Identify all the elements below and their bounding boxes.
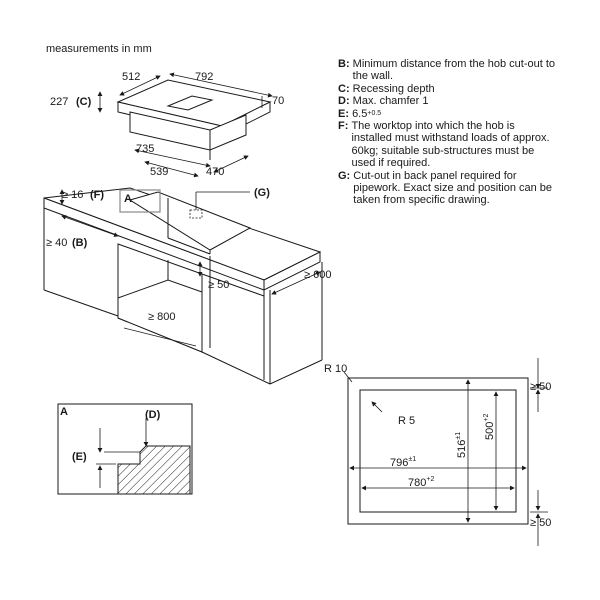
dim-516-value: 516: [456, 440, 468, 458]
dim-500-tol: +2: [483, 414, 490, 422]
dim-500: 500+2: [483, 414, 496, 440]
pipe-cutout: [189, 209, 203, 219]
detail-dimension-lines: [96, 418, 149, 488]
label-f: (F): [90, 189, 104, 201]
dim-227: 227: [50, 96, 68, 108]
dim-500-value: 500: [484, 422, 496, 440]
dim-780-tol: +2: [426, 476, 434, 483]
dim-780: 780+2: [408, 476, 434, 489]
dim-ge40: ≥ 40: [46, 237, 67, 249]
dim-735: 735: [136, 143, 154, 155]
note-b-text: Minimum distance from the hob cut-out to…: [352, 58, 556, 83]
dim-780-value: 780: [408, 477, 426, 489]
dim-gap-bottom: ≥ 50: [530, 517, 551, 529]
dim-796-value: 796: [390, 457, 408, 469]
dim-796-tol: ±1: [408, 456, 416, 463]
note-d-text: Max. chamfer 1: [352, 95, 429, 108]
legend-notes: B: Minimum distance from the hob cut-out…: [338, 58, 558, 207]
note-d-key: D:: [338, 95, 350, 108]
dim-512: 512: [122, 71, 140, 83]
dim-ge50: ≥ 50: [208, 279, 229, 291]
note-d: D: Max. chamfer 1: [338, 95, 558, 107]
hob-dimension-lines: [97, 72, 273, 178]
label-b: (B): [72, 237, 88, 249]
dim-516-tol: ±1: [455, 432, 462, 440]
dim-ge600: ≥ 600: [304, 269, 331, 281]
label-d: (D): [145, 409, 161, 421]
detail-hatched-section: [117, 445, 191, 495]
label-g: (G): [254, 187, 270, 199]
cutout-inner: [359, 389, 517, 513]
note-c: C: Recessing depth: [338, 83, 558, 95]
note-b-key: B:: [338, 58, 350, 70]
note-e-sup: +0.5: [367, 109, 382, 117]
units-caption: measurements in mm: [46, 43, 152, 55]
marker-a-label: A: [124, 193, 132, 205]
note-f: F: The worktop into which the hob is ins…: [338, 120, 558, 170]
note-f-key: F:: [338, 120, 349, 133]
dim-792: 792: [195, 71, 213, 83]
note-c-key: C:: [338, 82, 350, 95]
dim-r10: R 10: [324, 363, 347, 375]
note-c-text: Recessing depth: [352, 82, 435, 95]
dim-70: 70: [272, 95, 284, 107]
dim-539: 539: [150, 166, 168, 178]
note-g: G: Cut-out in back panel required for pi…: [338, 170, 558, 207]
detail-a-marker: [119, 189, 161, 213]
dim-ge16: ≥ 16: [62, 189, 83, 201]
dim-516: 516±1: [455, 432, 468, 458]
note-e-key: E:: [338, 107, 349, 120]
dim-796: 796±1: [390, 456, 416, 469]
worktop-dimension-lines: [59, 189, 321, 347]
note-b: B: Minimum distance from the hob cut-out…: [338, 58, 558, 83]
label-c: (C): [76, 96, 92, 108]
dim-470: 470: [206, 166, 224, 178]
dim-r5: R 5: [398, 415, 415, 427]
note-e: E: 6.5+0.5: [338, 108, 558, 120]
worktop-cabinet: [43, 187, 323, 385]
dim-gap-top: ≥ 50: [530, 381, 551, 393]
note-g-key: G:: [338, 169, 351, 182]
note-f-text: The worktop into which the hob is instal…: [351, 120, 550, 170]
cutout-dimension-lines: [343, 358, 548, 546]
detail-a-title: A: [60, 406, 68, 418]
note-g-text: Cut-out in back panel required for pipew…: [353, 169, 553, 207]
label-e: (E): [72, 451, 87, 463]
dim-ge800: ≥ 800: [148, 311, 175, 323]
note-e-text: 6.5: [352, 107, 368, 120]
